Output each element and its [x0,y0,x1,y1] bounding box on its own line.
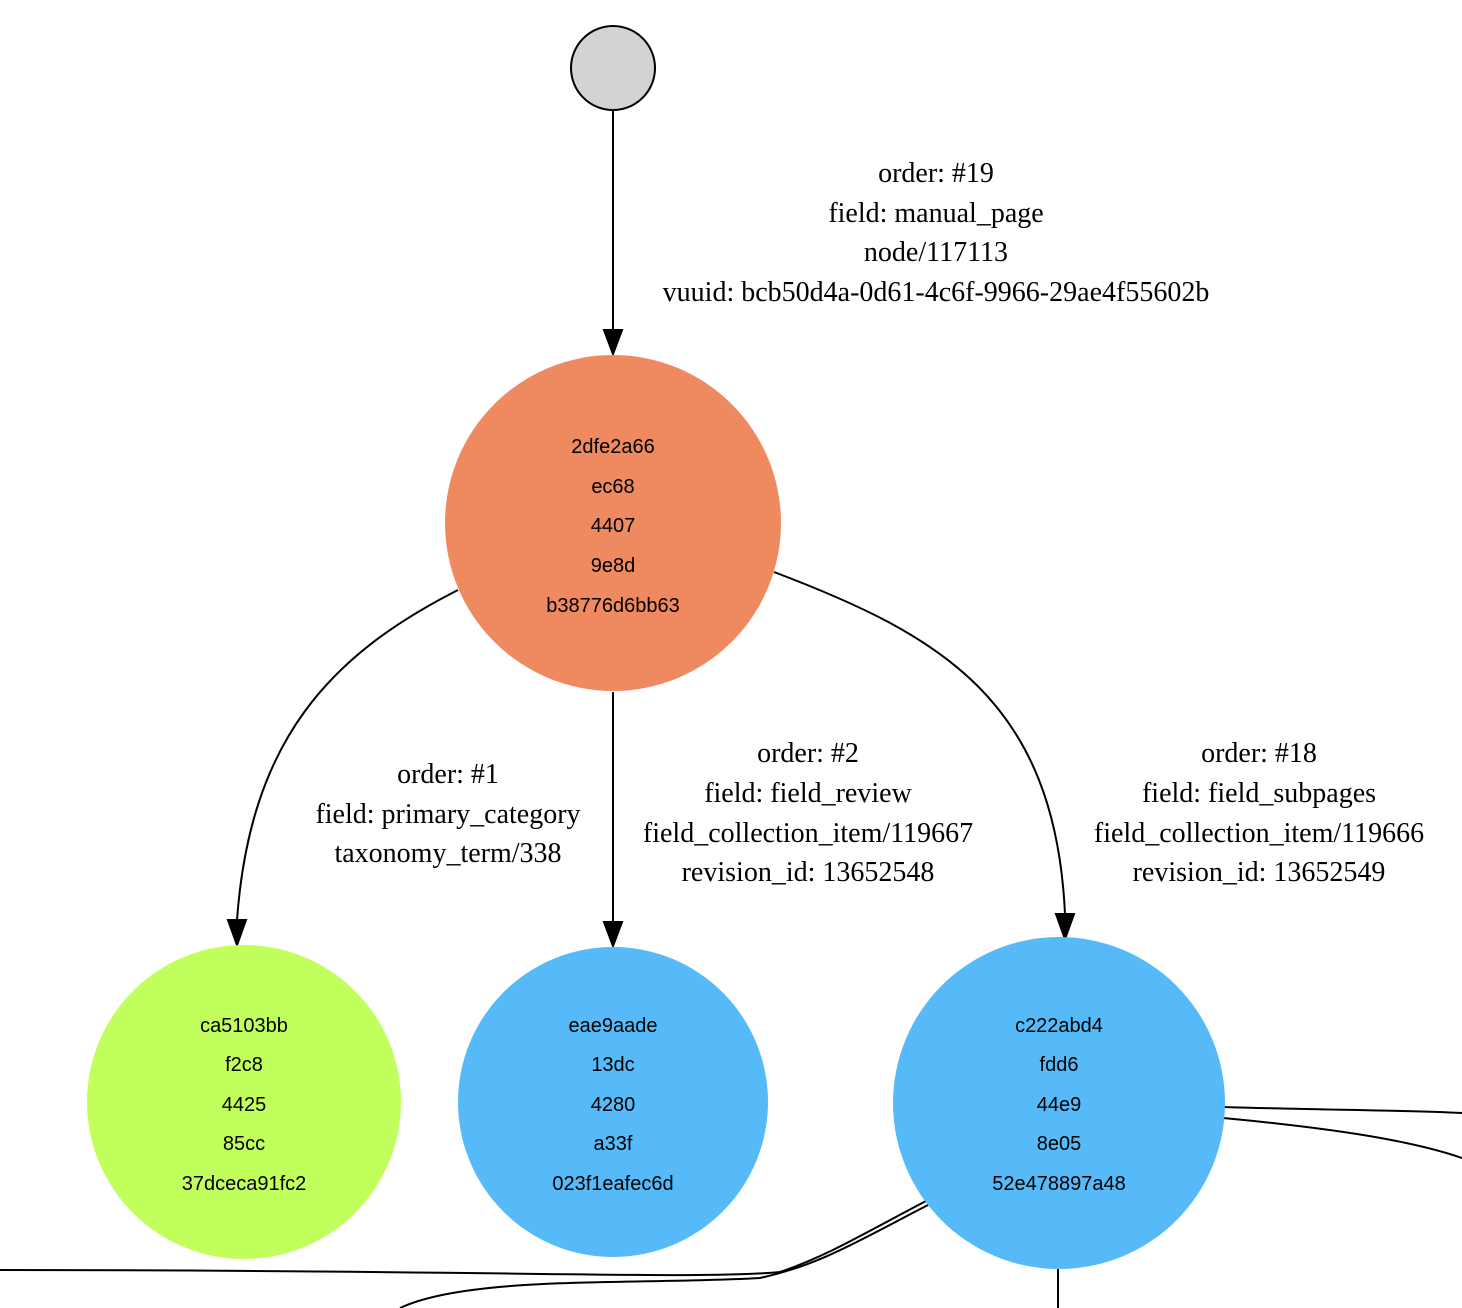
edge-line-offscreen [0,1199,929,1277]
node-label-line: 8e05 [1037,1133,1082,1155]
node-label-line: 2dfe2a66 [571,436,654,458]
arrow-head [602,329,624,357]
node-label-line: 13dc [591,1054,634,1076]
edge-label-line: vuuid: bcb50d4a-0d61-4c6f-9966-29ae4f556… [663,277,1210,308]
edge-label-line: order: #1 [397,759,499,790]
subpages-node[interactable]: c222abd4 fdd6 44e9 8e05 52e478897a48 [893,937,1225,1269]
review-node-circle [458,947,768,1257]
edge-line [236,589,459,921]
edge-start-to-root [602,110,624,357]
node-label-line: eae9aade [569,1015,658,1037]
edge-root-to-subpages [773,571,1076,942]
node-label-line: 9e8d [591,555,636,577]
edge-label-line: field: field_subpages [1142,778,1376,809]
edge-label-line: field: manual_page [828,198,1043,229]
edge-label-line: order: #19 [878,158,994,189]
edge-label-line: taxonomy_term/338 [334,838,561,869]
edge-line-offscreen [1222,1106,1462,1114]
edge-line-offscreen [1222,1117,1462,1159]
node-label-line: ec68 [591,476,634,498]
edge-root-to-review [602,692,624,949]
arrow-head [602,921,624,949]
node-label-line: 4407 [591,515,636,537]
edge-line [773,571,1066,915]
arrow-head [226,919,248,948]
edge-label-line: order: #18 [1201,738,1317,769]
edge-label-line: revision_id: 13652548 [682,857,935,888]
edge-label-line: field: field_review [704,778,912,809]
edge-label-line: field_collection_item/119667 [643,818,973,849]
node-label-line: fdd6 [1040,1054,1079,1076]
review-node[interactable]: eae9aade 13dc 4280 a33f 023f1eafec6d [458,947,768,1257]
node-label-line: 44e9 [1037,1094,1082,1116]
node-label-line: ca5103bb [200,1015,288,1037]
node-label-line: 85cc [223,1133,265,1155]
edge-root-to-taxonomy [226,589,459,948]
edge-label-root-to-taxonomy: order: #1 field: primary_category taxono… [315,759,580,869]
edge-label-start-to-root: order: #19 field: manual_page node/11711… [663,158,1210,308]
edge-label-root-to-subpages: order: #18 field: field_subpages field_c… [1094,738,1424,888]
node-label-line: 52e478897a48 [992,1173,1125,1195]
node-label-line: 4280 [591,1094,636,1116]
root-node-circle [445,355,781,691]
root-node[interactable]: 2dfe2a66 ec68 4407 9e8d b38776d6bb63 [445,355,781,691]
taxonomy-node-circle [87,945,401,1259]
start-node[interactable] [570,25,656,111]
node-label-line: a33f [594,1133,633,1155]
edge-label-root-to-review: order: #2 field: field_review field_coll… [643,738,973,888]
edge-label-line: order: #2 [757,738,859,769]
node-label-line: 4425 [222,1094,267,1116]
start-node-circle [570,25,656,111]
edge-line-offscreen [399,1204,929,1308]
edge-label-line: field: primary_category [315,799,580,830]
offscreen-edges [0,1106,1462,1308]
node-label-line: b38776d6bb63 [546,595,679,617]
node-label-line: 023f1eafec6d [552,1173,673,1195]
node-label-line: f2c8 [225,1054,263,1076]
edge-label-line: revision_id: 13652549 [1133,857,1386,888]
node-label-line: c222abd4 [1015,1015,1103,1037]
subpages-node-circle [893,937,1225,1269]
taxonomy-node[interactable]: ca5103bb f2c8 4425 85cc 37dceca91fc2 [87,945,401,1259]
node-label-line: 37dceca91fc2 [182,1173,307,1195]
edge-label-line: field_collection_item/119666 [1094,818,1424,849]
edge-label-line: node/117113 [864,237,1008,268]
arrow-head [1054,913,1076,942]
